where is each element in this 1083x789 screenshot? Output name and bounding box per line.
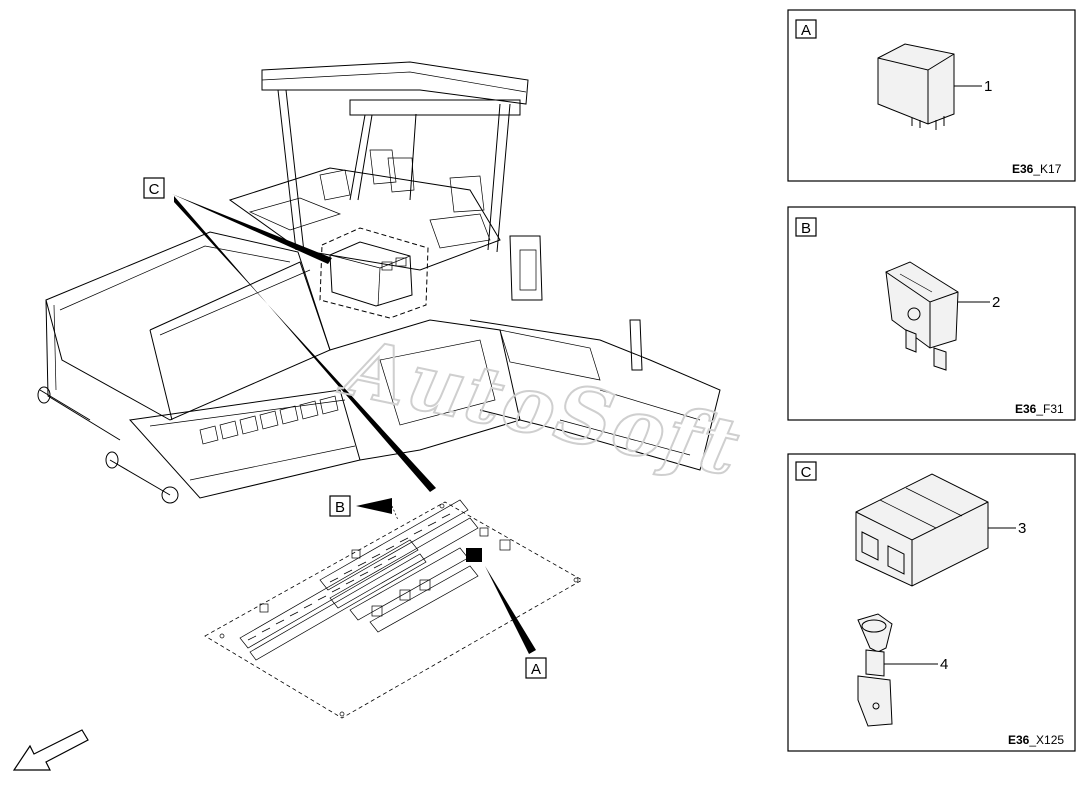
relay-location-marker [466,548,482,562]
blade-fuse-icon [885,261,959,371]
panel-b-ref-code: E36 [1015,402,1037,416]
watermark-text: AutoSoft [332,321,748,494]
callout-b-label: B [335,499,345,516]
panel-c: C 3 4 E36_X125 [787,453,1076,752]
callout-b-box: B [329,495,351,517]
item-1-number: 1 [984,78,992,95]
panel-a-ref-code: E36 [1012,162,1034,176]
relay-fuse-board [204,499,583,719]
paver-machine-illustration [37,61,721,504]
panel-c-ref-code: E36 [1008,733,1030,747]
panel-a-tag: A [801,22,811,39]
svg-text:E36_X125: E36_X125 [1008,733,1064,747]
connector-pin-icon [857,613,893,727]
panel-b: B 2 E36_F31 [787,206,1076,421]
callout-b-leader [356,498,392,514]
svg-text:E36_K17: E36_K17 [1012,162,1062,176]
callout-a-label: A [531,661,541,678]
panel-a: A 1 E36_K17 [787,9,1076,182]
callout-c-label: C [149,181,160,198]
panel-b-ref-suffix: _F31 [1035,402,1064,416]
battery-zone-detail [319,227,429,319]
callout-c-leader [174,196,436,492]
item-3-number: 3 [1018,520,1026,537]
svg-text:E36_F31: E36_F31 [1015,402,1064,416]
callout-a-leader [485,566,536,654]
panel-c-tag: C [801,464,812,481]
panel-c-ref-suffix: _X125 [1028,733,1064,747]
item-2-number: 2 [992,294,1000,311]
direction-arrow-icon [12,729,89,771]
relay-icon [877,43,955,130]
callout-a-box: A [525,657,547,679]
callout-c-box: C [143,177,165,199]
item-4-number: 4 [940,656,948,673]
panel-a-ref-suffix: _K17 [1032,162,1061,176]
connector-housing-icon [855,473,989,587]
panel-b-tag: B [801,220,811,237]
